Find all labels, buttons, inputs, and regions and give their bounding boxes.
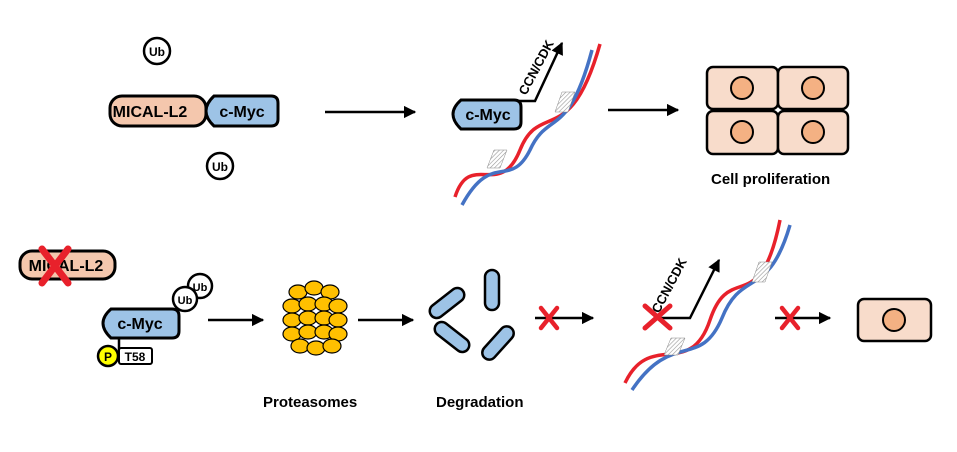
proteasomes-label: Proteasomes <box>263 394 358 411</box>
svg-text:P: P <box>104 350 112 364</box>
c-myc-protein-free: c-Myc <box>101 307 181 340</box>
svg-text:MICAL-L2: MICAL-L2 <box>29 258 104 275</box>
ccn-cdk-activation-arrow: CCN/CDK <box>515 37 564 103</box>
svg-text:c-Myc: c-Myc <box>219 104 264 121</box>
cell-proliferation-label: Cell proliferation <box>711 171 831 188</box>
ubiquitin-top: Ub <box>142 36 172 66</box>
mical-l2-protein: MICAL-L2 <box>108 94 208 128</box>
svg-text:Ub: Ub <box>149 45 165 59</box>
dna-helix-top <box>453 43 602 206</box>
proteasome-icon <box>282 280 348 356</box>
svg-text:T58: T58 <box>125 350 146 364</box>
blocked-arrow-to-dna <box>535 305 595 331</box>
degradation-label: Degradation <box>436 394 524 411</box>
blocked-arrow-to-cell <box>775 305 832 331</box>
svg-text:c-Myc: c-Myc <box>117 316 162 333</box>
degraded-c-myc-fragments <box>428 268 515 361</box>
ubiquitin-bottom: Ub <box>205 151 235 181</box>
knockout-cross-icon <box>38 245 72 287</box>
ubiquitin-chain: Ub Ub <box>171 272 214 313</box>
c-myc-protein-on-dna: c-Myc <box>451 98 523 131</box>
single-cell <box>856 297 933 343</box>
svg-text:Ub: Ub <box>178 295 193 307</box>
svg-text:c-Myc: c-Myc <box>465 107 510 124</box>
svg-text:Ub: Ub <box>193 282 208 294</box>
svg-text:MICAL-L2: MICAL-L2 <box>113 104 188 121</box>
proliferating-cells <box>705 65 850 156</box>
phospho-t58-site: P T58 <box>96 338 153 368</box>
c-myc-protein-bound: c-Myc <box>204 94 280 128</box>
svg-text:Ub: Ub <box>212 160 228 174</box>
dna-helix-bottom <box>623 219 792 391</box>
ccn-cdk-blocked-arrow: CCN/CDK <box>642 255 721 331</box>
